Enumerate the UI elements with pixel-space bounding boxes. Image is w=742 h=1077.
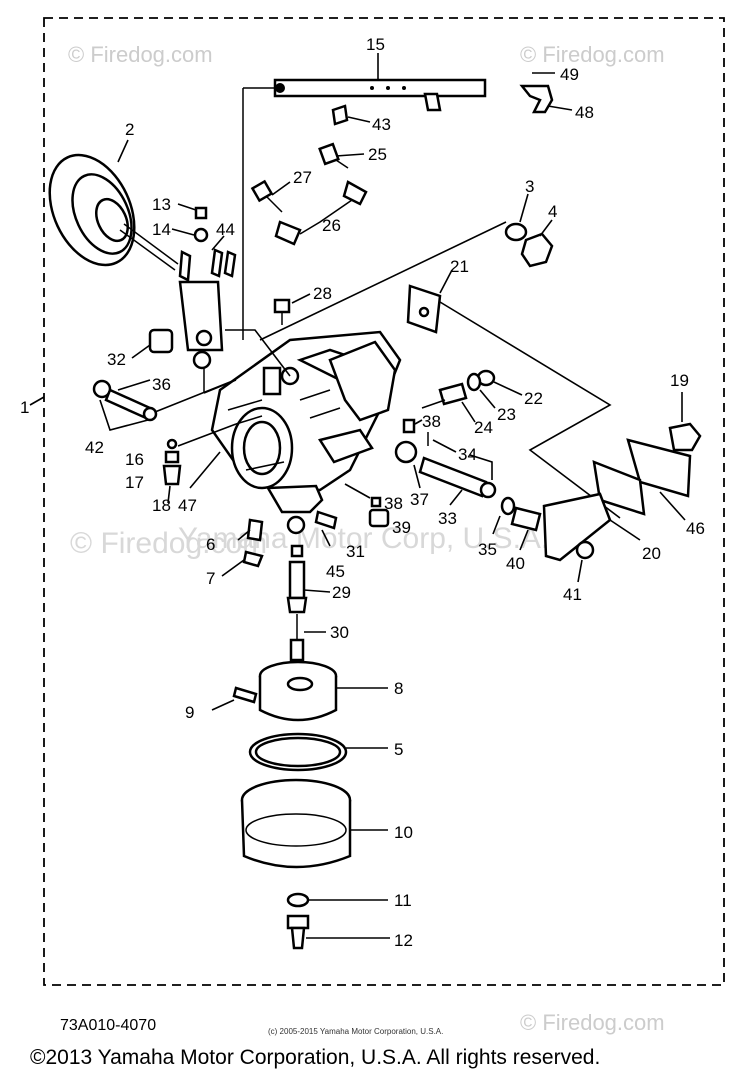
callout-3: 3 [525, 177, 534, 196]
nut-part-43 [331, 104, 349, 126]
callout-44: 44 [216, 220, 235, 239]
callout-35: 35 [478, 540, 497, 559]
needle-part-16-17-18 [162, 438, 182, 504]
callout-20: 20 [642, 544, 661, 563]
callout-18: 18 [152, 496, 171, 515]
screw-part-27 [250, 179, 291, 213]
clip-part-44 [171, 203, 237, 282]
callout-24: 24 [474, 418, 493, 437]
callout-8: 8 [394, 679, 403, 698]
callout-4: 4 [548, 202, 557, 221]
callout-1: 1 [20, 398, 29, 417]
callout-10: 10 [394, 823, 413, 842]
leader-body-links [177, 379, 237, 489]
callout-38b: 38 [384, 494, 403, 513]
float-part-8 [258, 660, 388, 722]
screw-part-25 [318, 142, 365, 169]
drawing-code: 73A010-4070 [60, 1017, 156, 1034]
callout-29: 29 [332, 583, 351, 602]
callout-27: 27 [293, 168, 312, 187]
callout-22: 22 [524, 389, 543, 408]
needle-jet-part-29 [286, 544, 331, 614]
gasket-ring-part-5 [248, 732, 388, 772]
shaft-part-33 [394, 418, 497, 506]
diaphragm-part-2 [48, 139, 179, 271]
callout-17: 17 [125, 473, 144, 492]
jet-part-39 [344, 483, 390, 528]
spring-part-26 [274, 180, 368, 246]
drain-screw-part-12 [286, 914, 390, 950]
pin-part-9 [211, 686, 258, 711]
callout-41: 41 [563, 585, 582, 604]
watermark-top-left: © Firedog.com [68, 42, 213, 67]
leader-bracket-link [225, 329, 291, 377]
callout-5: 5 [394, 740, 403, 759]
callout-21: 21 [450, 257, 469, 276]
watermark-mid-left: © Firedog.com [70, 527, 267, 560]
small-copyright: (c) 2005-2015 Yamaha Motor Corporation, … [268, 1027, 443, 1036]
callout-34: 34 [458, 445, 477, 464]
callout-25: 25 [368, 145, 387, 164]
callout-32: 32 [107, 350, 126, 369]
callout-31: 31 [346, 542, 365, 561]
screw-part-28 [273, 293, 311, 325]
callout-11: 11 [394, 891, 412, 910]
callout-42: 42 [85, 438, 104, 457]
callout-37: 37 [410, 490, 429, 509]
float-bowl-part-10 [240, 778, 388, 869]
watermark-top-right: © Firedog.com [520, 42, 665, 67]
bracket-part [178, 280, 224, 393]
callout-36: 36 [152, 375, 171, 394]
assembly-border [43, 17, 725, 986]
callout-7: 7 [206, 569, 215, 588]
cap-part-32 [131, 328, 174, 359]
callout-30: 30 [330, 623, 349, 642]
callout-2: 2 [125, 120, 134, 139]
lever-part-48 [519, 72, 573, 114]
watermark-bottom-right: © Firedog.com [520, 1010, 665, 1035]
main-jet-part-30 [289, 614, 326, 662]
callout-33: 33 [438, 509, 457, 528]
carburetor-body [210, 330, 402, 535]
leader-1 [29, 396, 45, 406]
callout-9: 9 [185, 703, 194, 722]
throttle-shaft-part [242, 53, 487, 340]
callout-39: 39 [392, 518, 411, 537]
screw-part-24 [421, 369, 523, 423]
callout-14: 14 [152, 220, 171, 239]
nut-part-3-4 [259, 193, 554, 341]
callout-19: 19 [670, 371, 689, 390]
bracket-part-20 [542, 392, 702, 583]
callout-16: 16 [125, 450, 144, 469]
copyright-footer: ©2013 Yamaha Motor Corporation, U.S.A. A… [30, 1046, 601, 1069]
screw-part-31 [314, 510, 338, 547]
gasket-part-21 [406, 269, 621, 519]
callout-12: 12 [394, 931, 413, 950]
callout-47: 47 [178, 496, 197, 515]
callout-40: 40 [506, 554, 525, 573]
spring-part-40 [492, 496, 542, 551]
callout-15: 15 [366, 35, 385, 54]
washer-part-11 [286, 892, 388, 908]
callout-46: 46 [686, 519, 705, 538]
callout-49: 49 [560, 65, 579, 84]
callout-48: 48 [575, 103, 594, 122]
callout-26: 26 [322, 216, 341, 235]
callout-13: 13 [152, 195, 171, 214]
callout-23: 23 [497, 405, 516, 424]
callout-28: 28 [313, 284, 332, 303]
callout-43: 43 [372, 115, 391, 134]
callout-6: 6 [206, 535, 215, 554]
callout-45: 45 [326, 562, 345, 581]
callout-38a: 38 [422, 412, 441, 431]
screw-part-6-7 [221, 518, 264, 577]
